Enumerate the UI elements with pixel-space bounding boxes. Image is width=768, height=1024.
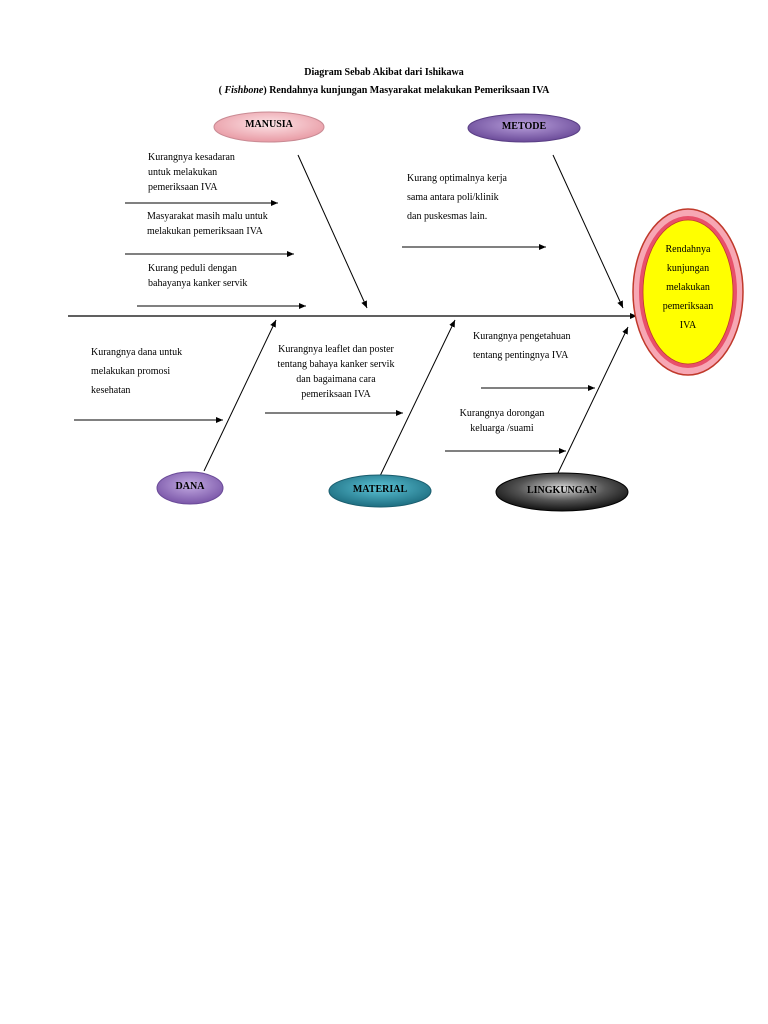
- bone-material: [379, 319, 456, 477]
- subtitle-prefix: (: [218, 85, 225, 96]
- cause-lingkungan-2: Kurangnya dorongan keluarga /suami: [459, 408, 545, 434]
- cause-metode-1: Kurang optimalnya kerja sama antara poli…: [407, 173, 507, 222]
- category-metode-shape: [467, 113, 581, 143]
- subtitle-rest: ) Rendahnya kunjungan Masyarakat melakuk…: [263, 85, 550, 96]
- category-lingkungan-shape: [495, 472, 629, 512]
- cause-manusia-3: Kurang peduli dengan bahayanya kanker se…: [148, 263, 248, 289]
- category-material-shape: [328, 474, 432, 508]
- bone-metode: [552, 154, 624, 309]
- cause-manusia-2: Masyarakat masih malu untuk melakukan pe…: [147, 211, 268, 237]
- category-dana-shape: [156, 471, 224, 505]
- category-material-label: MATERIAL: [352, 484, 408, 495]
- diagram-title: Diagram Sebab Akibat dari Ishikawa: [304, 67, 464, 78]
- cause-material-1: Kurangnya leaflet dan poster tentang bah…: [277, 344, 395, 400]
- diagram-subtitle: ( Fishbone) Rendahnya kunjungan Masyarak…: [0, 85, 768, 96]
- cause-manusia-1: Kurangnya kesadaran untuk melakukan peme…: [148, 152, 235, 193]
- bone-manusia: [297, 154, 368, 309]
- category-manusia-label: MANUSIA: [245, 119, 293, 130]
- bone-lingkungan: [557, 326, 629, 474]
- effect-core: [642, 219, 734, 365]
- category-metode-label: METODE: [501, 121, 547, 132]
- category-manusia-shape: [213, 111, 325, 143]
- cause-lingkungan-1: Kurangnya pengetahuan tentang pentingnya…: [473, 331, 571, 361]
- effect-label: Rendahnya kunjungan melakukan pemeriksaa…: [662, 244, 714, 331]
- subtitle-italic: Fishbone: [224, 85, 264, 96]
- bone-dana: [203, 319, 277, 472]
- category-lingkungan-label: LINGKUNGAN: [526, 485, 597, 496]
- category-dana-label: DANA: [175, 481, 205, 492]
- cause-dana-1: Kurangnya dana untuk melakukan promosi k…: [91, 347, 183, 396]
